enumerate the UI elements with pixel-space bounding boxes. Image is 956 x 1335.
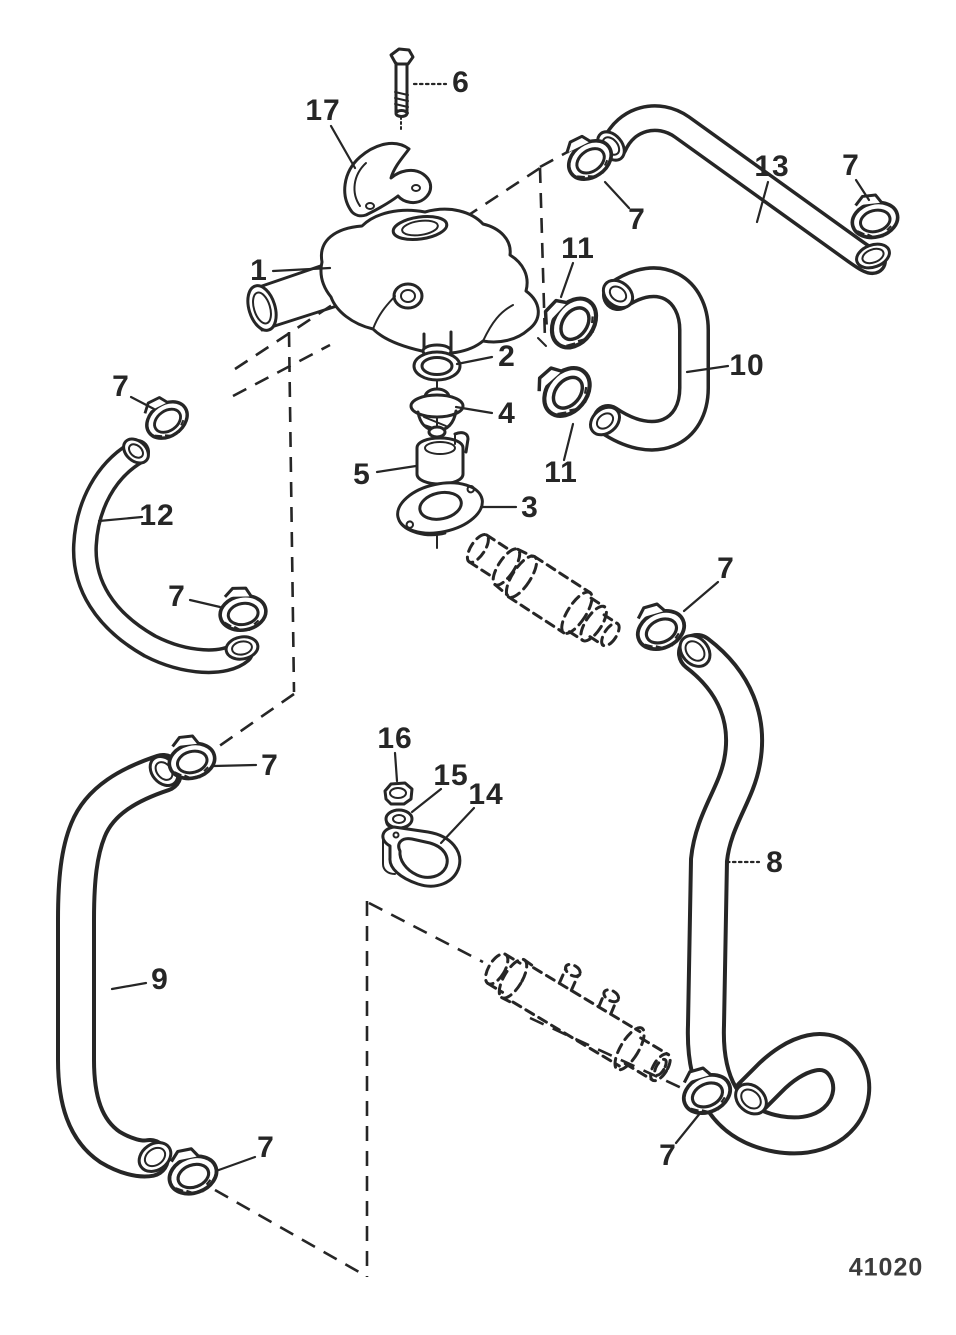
callout-c7e: 7: [261, 749, 279, 782]
hose-8: [677, 633, 872, 1156]
hose-clamp-11-lower: [527, 353, 600, 426]
upper-coupler-phantom: [465, 532, 621, 648]
leader-c7e: [212, 763, 258, 768]
callout-c11a: 11: [561, 232, 595, 265]
leader-c9: [110, 981, 148, 991]
bolt-6: [389, 47, 415, 118]
drawing-number: 41020: [848, 1253, 924, 1282]
gasket-3: [396, 481, 484, 537]
cover-bracket-17: [343, 141, 433, 218]
washer-15: [384, 808, 414, 830]
callout-c2: 2: [498, 340, 516, 373]
anchor-bracket-14: [381, 825, 462, 888]
leader-c7h: [674, 1110, 703, 1145]
leader-c16: [393, 751, 399, 783]
leader-c5: [375, 464, 418, 474]
callout-c7a: 7: [842, 149, 860, 182]
callout-c4: 4: [498, 397, 516, 430]
leader-c10: [685, 364, 730, 374]
callout-c12: 12: [139, 499, 175, 532]
leader-c11a: [559, 261, 575, 299]
leader-c7f: [682, 580, 720, 613]
callout-c17: 17: [305, 94, 341, 127]
callout-c10: 10: [729, 349, 765, 382]
leader-c7g: [214, 1155, 257, 1173]
leader-c4: [454, 405, 494, 415]
hose-10: [589, 266, 710, 452]
leader-c2: [455, 355, 494, 366]
callout-c16: 16: [377, 722, 413, 755]
leader-c15: [410, 787, 443, 814]
callout-c6: 6: [452, 66, 470, 99]
callout-c11b: 11: [544, 456, 578, 489]
callout-c7b: 7: [628, 203, 646, 236]
hose-clamp-7-hose12-bottom: [214, 581, 271, 637]
hose-13: [596, 104, 891, 276]
leader-c1: [271, 266, 332, 273]
hose-12: [71, 437, 260, 675]
callout-c7f: 7: [717, 552, 735, 585]
thermostat-4: [409, 387, 465, 439]
nut-16: [383, 781, 414, 806]
leader-c7c: [129, 395, 156, 411]
callout-c13: 13: [754, 150, 790, 183]
leader-c14: [439, 806, 476, 845]
callout-c5: 5: [353, 458, 371, 491]
leader-c12: [97, 515, 144, 523]
lower-coupler-phantom: [484, 952, 672, 1083]
callout-c9: 9: [151, 963, 169, 996]
callout-c7g: 7: [257, 1131, 275, 1164]
callout-leader-layer: [97, 82, 871, 1173]
callout-c7h: 7: [659, 1139, 677, 1172]
callout-c8: 8: [766, 846, 784, 879]
leader-c7d: [188, 598, 222, 609]
leader-c7b: [603, 180, 631, 210]
leader-c7a: [854, 178, 871, 202]
callout-c7c: 7: [112, 370, 130, 403]
leader-c11b: [562, 422, 575, 462]
callout-c3: 3: [521, 491, 539, 524]
callout-c14: 14: [468, 778, 504, 811]
leader-c17: [329, 124, 357, 170]
seal-ring-2: [412, 350, 462, 382]
hose-clamp-7-hose12-top: [133, 385, 197, 449]
callout-c15: 15: [433, 759, 469, 792]
sleeve-5: [415, 431, 470, 486]
callout-c7d: 7: [168, 580, 186, 613]
leader-c13: [755, 180, 770, 224]
callout-c1: 1: [250, 254, 268, 287]
